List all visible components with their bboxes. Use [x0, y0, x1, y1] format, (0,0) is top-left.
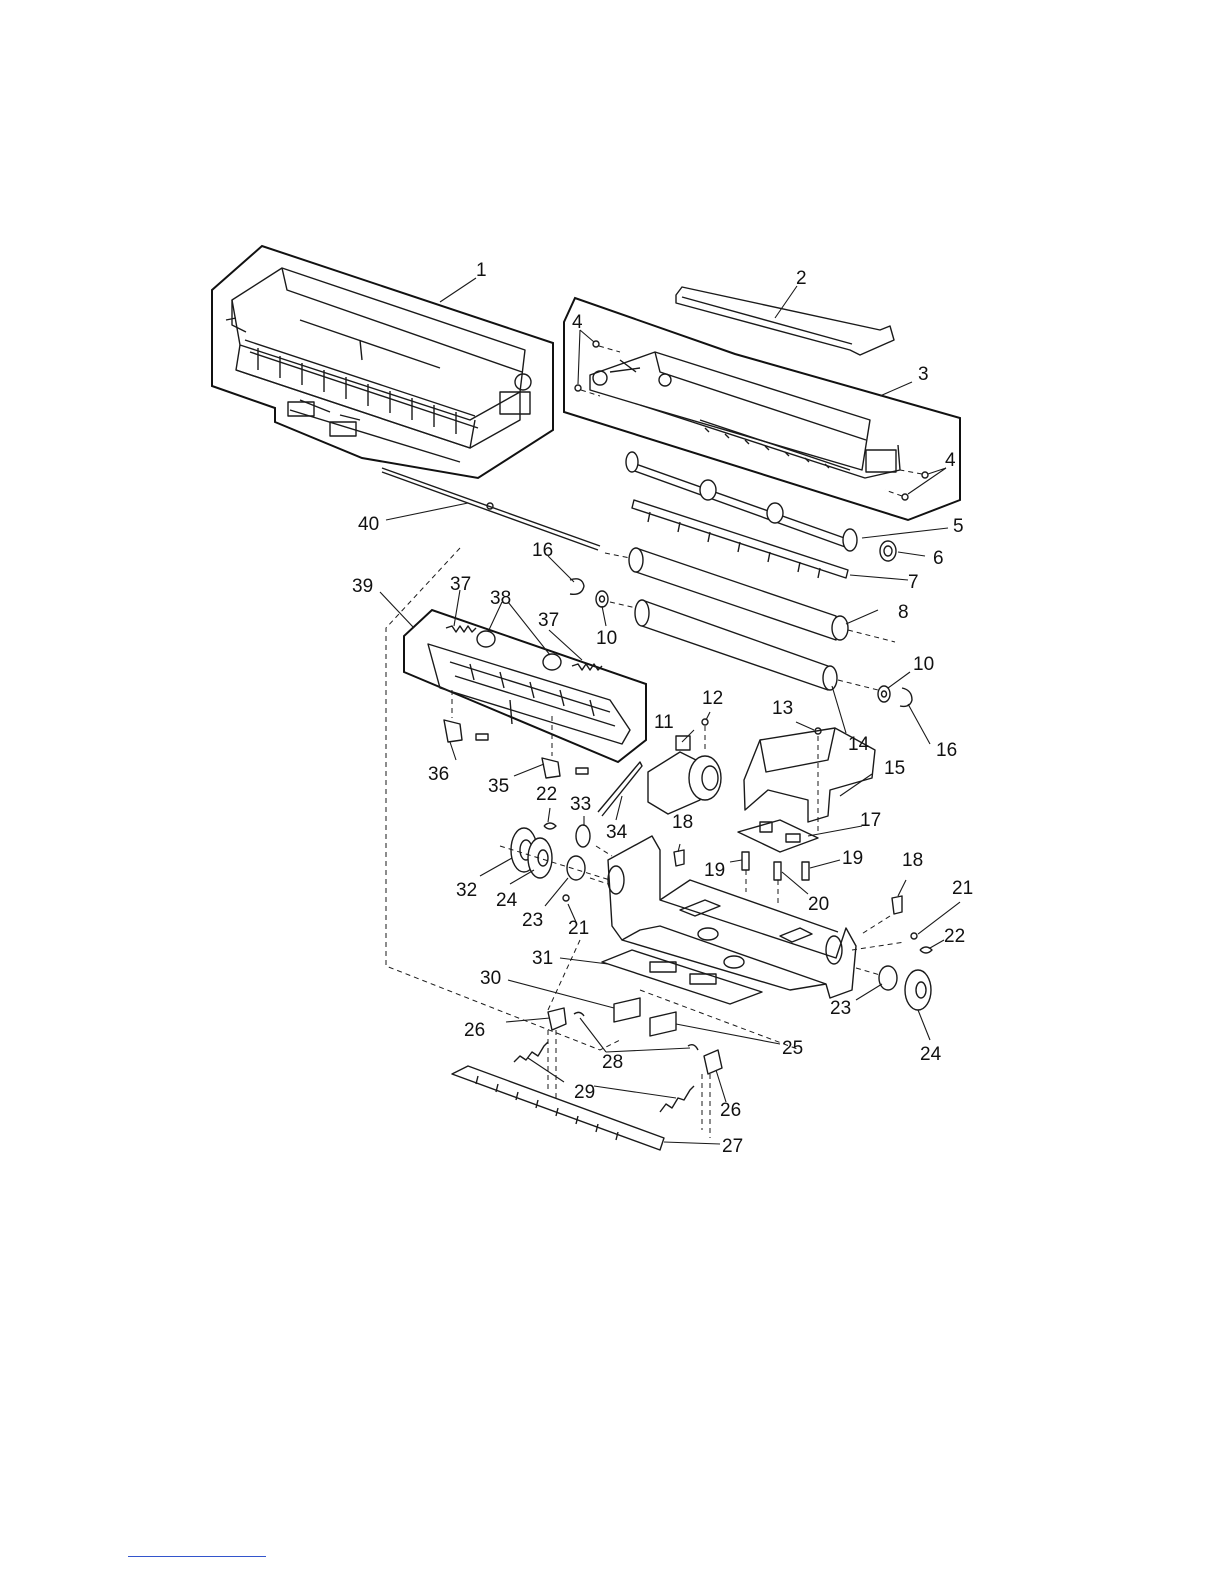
callout-6: 6	[933, 548, 944, 569]
callout-37-left: 37	[450, 574, 471, 595]
part-30-connector	[614, 998, 640, 1022]
callout-10-right: 10	[913, 654, 934, 675]
assembly-1-box	[212, 246, 553, 478]
callout-12: 12	[702, 688, 723, 709]
part-10-washer-right	[878, 686, 890, 702]
callout-15: 15	[884, 758, 905, 779]
callout-21-right: 21	[952, 878, 973, 899]
callout-34: 34	[606, 822, 628, 843]
callout-40: 40	[358, 514, 379, 535]
callout-16-left: 16	[532, 540, 553, 561]
part-26-lever-left	[548, 1008, 566, 1030]
assembly-3-box	[564, 298, 960, 520]
callout-18-right: 18	[902, 850, 923, 871]
callout-33: 33	[570, 794, 591, 815]
callout-37-right: 37	[538, 610, 559, 631]
callout-25: 25	[782, 1038, 803, 1059]
callout-4-top: 4	[572, 312, 583, 333]
part-25-connector	[650, 1012, 676, 1036]
part-38-roller-right	[543, 654, 561, 670]
part-19-post-right	[802, 862, 809, 880]
callout-17: 17	[860, 810, 881, 831]
part-24-pulley-right	[905, 970, 931, 1010]
callout-26-right: 26	[720, 1100, 741, 1121]
assembly-1-drawing	[226, 268, 531, 462]
callout-18-left: 18	[672, 812, 693, 833]
callout-24-right: 24	[920, 1044, 942, 1065]
callout-31: 31	[532, 948, 553, 969]
part-29-spring-right	[660, 1086, 694, 1112]
callout-21-left: 21	[568, 918, 589, 939]
part-20-post	[774, 862, 781, 906]
callout-24-left: 24	[496, 890, 518, 911]
part-10-washer-left	[596, 591, 608, 607]
callout-16-right: 16	[936, 740, 957, 761]
part-6-gear	[880, 541, 896, 561]
callout-38: 38	[490, 588, 511, 609]
part-19-post-left	[742, 852, 749, 892]
callout-23-left: 23	[522, 910, 543, 931]
callout-2: 2	[796, 268, 807, 289]
callout-4-right: 4	[945, 450, 956, 471]
callout-30: 30	[480, 968, 501, 989]
callout-22-right: 22	[944, 926, 965, 947]
part-28-clip-right	[688, 1045, 698, 1050]
part-18-stud-left	[674, 850, 684, 866]
callout-10-left: 10	[596, 628, 617, 649]
callout-19-left: 19	[704, 860, 725, 881]
callout-8: 8	[898, 602, 909, 623]
callout-20: 20	[808, 894, 829, 915]
part-26-lever-right	[704, 1050, 722, 1074]
part-16-clip-right	[900, 688, 912, 706]
callout-11: 11	[654, 712, 674, 733]
callout-23-right: 23	[830, 998, 851, 1019]
callout-19-right: 19	[842, 848, 863, 869]
callout-29: 29	[574, 1082, 595, 1103]
part-37-spring-left	[446, 626, 476, 632]
callout-39: 39	[352, 576, 373, 597]
part-11-motor	[648, 736, 721, 814]
part-21-screw-right	[911, 933, 917, 939]
callout-5: 5	[953, 516, 964, 537]
part-29-spring-left	[514, 1042, 548, 1062]
callout-35: 35	[488, 776, 509, 797]
part-23-bushing-right	[879, 966, 897, 990]
callout-22-left: 22	[536, 784, 557, 805]
callout-1: 1	[476, 260, 487, 281]
part-34-pin	[598, 762, 642, 816]
callout-36: 36	[428, 764, 449, 785]
part-17-board	[738, 820, 818, 852]
part-38-roller-left	[477, 631, 495, 647]
callout-14: 14	[848, 734, 870, 755]
part-18-stud-right	[860, 896, 902, 935]
part-12-screw	[702, 719, 708, 752]
part-33-gear	[576, 825, 590, 847]
callout-7: 7	[908, 572, 919, 593]
footer-rule	[128, 1556, 266, 1557]
part-28-clip-left	[574, 1012, 584, 1016]
part-40-rod	[382, 468, 600, 550]
callout-32: 32	[456, 880, 477, 901]
callout-13: 13	[772, 698, 793, 719]
part-22-clip-left	[544, 823, 556, 829]
screw-4-top	[575, 341, 620, 396]
callout-28: 28	[602, 1052, 623, 1073]
callout-3: 3	[918, 364, 929, 385]
callout-27: 27	[722, 1136, 743, 1157]
part-14-roller	[610, 600, 878, 690]
part-16-clip-left	[570, 579, 584, 594]
part-21-screw-left	[563, 895, 569, 901]
callout-26-left: 26	[464, 1020, 485, 1041]
